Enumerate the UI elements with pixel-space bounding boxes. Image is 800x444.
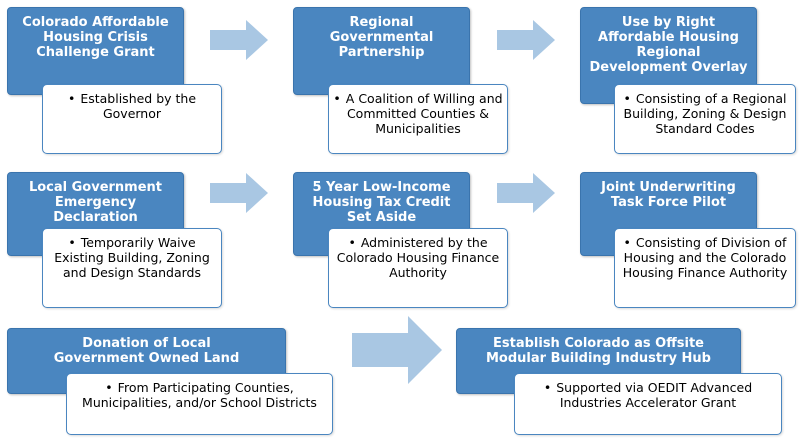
step-detail: • A Coalition of Willing and Committed Co… — [329, 91, 507, 136]
right-arrow-icon — [352, 316, 442, 384]
right-arrow-icon — [210, 20, 268, 60]
step-title: Joint Underwriting Task Force Pilot — [601, 180, 736, 210]
step-detail-box: •Administered by the Colorado Housing Fi… — [328, 228, 508, 308]
step-title: Use by Right Affordable Housing Regional… — [589, 15, 748, 75]
step-title: Local Government Emergency Declaration — [28, 180, 163, 225]
step-detail-box: •Consisting of a Regional Building, Zoni… — [614, 84, 796, 154]
bullet-icon: • — [67, 91, 76, 106]
bullet-icon: • — [68, 235, 76, 250]
step-detail-box: • A Coalition of Willing and Committed Co… — [328, 84, 508, 154]
right-arrow-icon — [497, 20, 555, 60]
step-detail: •Temporarily Waive Existing Building, Zo… — [43, 235, 221, 280]
bullet-icon: • — [105, 380, 113, 395]
step-detail-text: Established by the Governor — [80, 91, 197, 121]
step-title: Establish Colorado as Offsite Modular Bu… — [486, 336, 711, 366]
step-title: Colorado Affordable Housing Crisis Chall… — [22, 15, 169, 60]
step-detail-text: From Participating Counties, Municipalit… — [82, 380, 317, 410]
step-detail: •From Participating Counties, Municipali… — [67, 380, 332, 410]
step-detail-text: Supported via OEDIT Advanced Industries … — [556, 380, 753, 410]
right-arrow-icon — [497, 173, 555, 213]
step-detail-text: Consisting of a Regional Building, Zonin… — [623, 91, 787, 136]
step-card: Colorado Affordable Housing Crisis Chall… — [7, 7, 184, 95]
step-detail-text: A Coalition of Willing and Committed Cou… — [345, 91, 503, 136]
step-card: Regional Governmental Partnership — [293, 7, 470, 95]
step-detail: •Consisting of Division of Housing and t… — [615, 235, 795, 280]
bullet-icon: • — [333, 91, 341, 106]
step-title: Donation of Local Government Owned Land — [53, 336, 240, 366]
step-title: Regional Governmental Partnership — [329, 15, 434, 60]
step-detail-box: •Consisting of Division of Housing and t… — [614, 228, 796, 308]
bullet-icon: • — [348, 235, 356, 250]
step-detail-box: •Temporarily Waive Existing Building, Zo… — [42, 228, 222, 308]
step-detail-text: Consisting of Division of Housing and th… — [622, 235, 788, 280]
step-detail: • Established by the Governor — [43, 91, 221, 121]
step-detail-box: • Supported via OEDIT Advanced Industries… — [514, 373, 782, 435]
step-detail: •Administered by the Colorado Housing Fi… — [329, 235, 507, 280]
step-detail-text: Temporarily Waive Existing Building, Zon… — [54, 235, 210, 280]
step-title: 5 Year Low-Income Housing Tax Credit Set… — [312, 180, 451, 225]
bullet-icon: • — [623, 91, 631, 106]
step-detail: • Supported via OEDIT Advanced Industries… — [515, 380, 781, 410]
step-detail-text: Administered by the Colorado Housing Fin… — [336, 235, 500, 280]
step-detail-box: • Established by the Governor — [42, 84, 222, 154]
right-arrow-icon — [210, 173, 268, 213]
bullet-icon: • — [543, 380, 552, 395]
step-detail: •Consisting of a Regional Building, Zoni… — [615, 91, 795, 136]
step-detail-box: •From Participating Counties, Municipali… — [66, 373, 333, 435]
bullet-icon: • — [623, 235, 631, 250]
